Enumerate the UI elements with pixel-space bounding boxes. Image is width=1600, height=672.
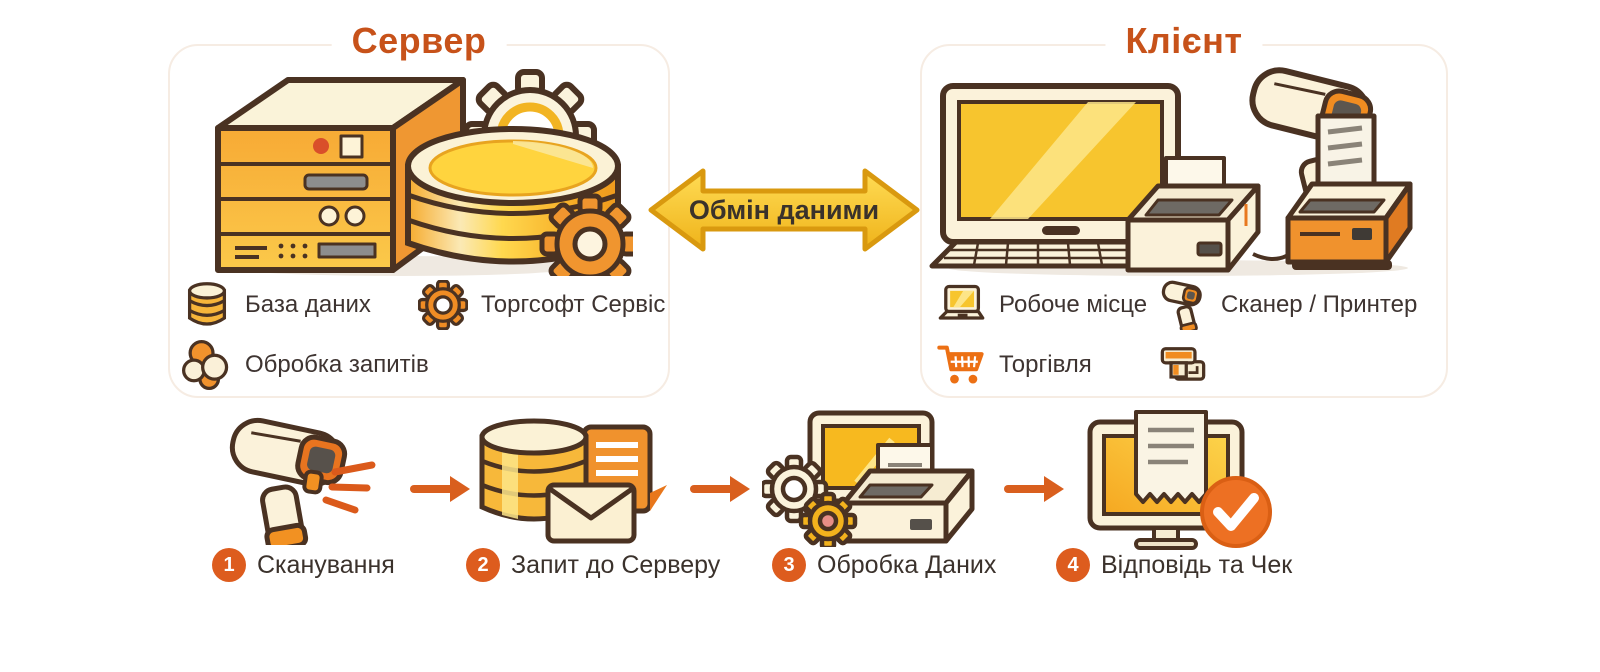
flow-arrow-icon <box>1004 476 1064 502</box>
step-number-badge: 1 <box>212 548 246 582</box>
legend-label: Торгсофт Сервіс <box>481 291 666 318</box>
receipt-printer <box>841 443 975 544</box>
process-circles-icon <box>182 340 229 390</box>
cable <box>1252 252 1292 261</box>
step-1: 1 Сканування <box>212 548 395 582</box>
exchange-label: Обмін даними <box>688 194 880 225</box>
document-printer <box>1125 156 1261 273</box>
server-panel: Сервер <box>168 20 670 398</box>
legend-item-database: База даних <box>182 280 371 330</box>
step-label: Запит до Серверу <box>511 550 721 579</box>
legend-label: Робоче місце <box>999 291 1148 318</box>
step-3: 3 Обробка Даних <box>772 548 996 582</box>
receipt-printer <box>1285 113 1413 270</box>
gear-icon <box>418 280 468 330</box>
legend-item-scanner-printer: Сканер / Принтер <box>1158 280 1417 330</box>
flow-arrow-icon <box>410 476 470 502</box>
gear-gold-icon <box>798 491 858 547</box>
step-label: Обробка Даних <box>817 550 997 579</box>
keyboard <box>929 239 1149 269</box>
legend-item-trade: Торгівля <box>936 340 1092 390</box>
step-number-badge: 4 <box>1056 548 1090 582</box>
step-label: Сканування <box>257 550 395 579</box>
legend-label: База даних <box>245 291 371 318</box>
step-number-badge: 3 <box>772 548 806 582</box>
exchange-arrow: Обмін даними <box>648 163 920 257</box>
database-icon <box>187 282 227 326</box>
legend-item-processing: Обробка запитів <box>182 340 429 390</box>
barcode-scanner-rays-icon <box>229 417 376 545</box>
barcode-scanner-icon <box>1161 280 1202 330</box>
client-panel: Клієнт <box>920 20 1448 398</box>
step-2: 2 Запит до Серверу <box>466 548 720 582</box>
check-badge <box>1200 476 1272 548</box>
gear-small-icon <box>539 193 633 276</box>
legend-item-service: Торгсофт Сервіс <box>418 280 665 330</box>
legend-label: Торгівля <box>999 351 1092 378</box>
step-number-badge: 2 <box>466 548 500 582</box>
server-illustration <box>215 69 633 276</box>
database-envelope-icon <box>479 418 667 544</box>
desktop-monitor <box>940 83 1181 260</box>
gears-monitor-printer-icon <box>762 410 975 547</box>
flow-arrow-icon <box>690 476 750 502</box>
receipt <box>1134 410 1208 504</box>
step-4: 4 Відповідь та Чек <box>1056 548 1292 582</box>
laptop-icon <box>938 284 985 320</box>
monitor-receipt-check-icon <box>1087 410 1272 550</box>
server-title: Сервер <box>331 20 507 62</box>
step-label: Відповідь та Чек <box>1101 550 1293 579</box>
legend-label: Обробка запитів <box>245 351 429 378</box>
client-illustration <box>929 67 1413 276</box>
client-title: Клієнт <box>1105 20 1263 62</box>
shopping-cart-icon <box>937 345 984 384</box>
legend-item-workplace: Робоче місце <box>936 280 1147 330</box>
legend-item-label-printer <box>1158 340 1221 390</box>
legend-label: Сканер / Принтер <box>1221 291 1418 318</box>
envelope <box>545 482 637 544</box>
label-printer-icon <box>1160 347 1206 381</box>
double-arrow-icon <box>648 168 920 252</box>
